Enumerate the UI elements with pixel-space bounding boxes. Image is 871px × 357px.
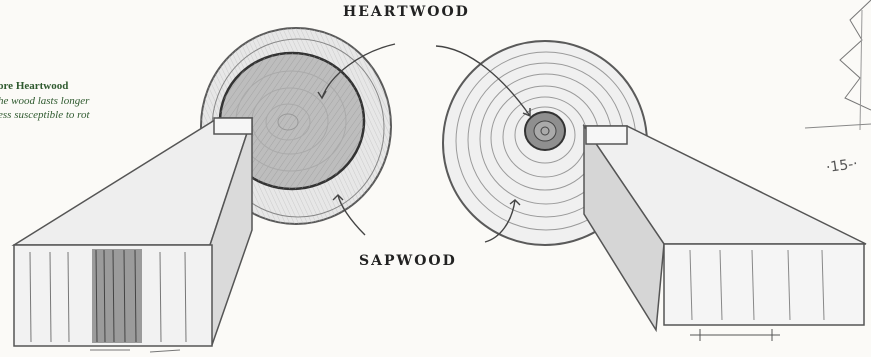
tree-sketch <box>805 0 871 130</box>
left-plank <box>14 118 252 352</box>
note-line-1: he wood lasts longer <box>0 94 89 108</box>
note-line-2: ess susceptible to rot <box>0 108 90 122</box>
sapwood-label: SAPWOOD <box>359 253 457 269</box>
heartwood-label: HEARTWOOD <box>343 4 470 20</box>
right-heartwood <box>525 112 565 150</box>
right-plank <box>584 126 866 341</box>
note-title: ore Heartwood <box>0 79 68 93</box>
